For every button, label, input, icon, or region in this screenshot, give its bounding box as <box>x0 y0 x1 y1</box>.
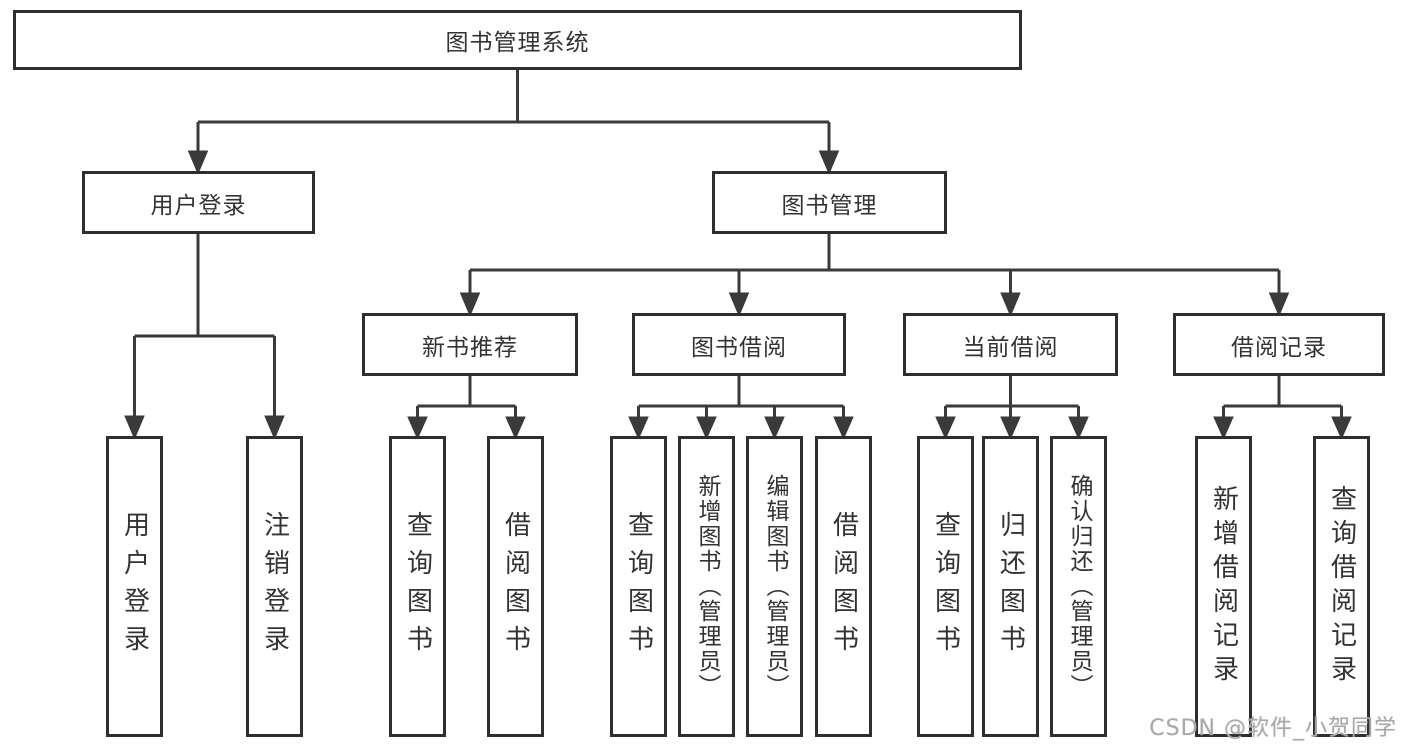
leaf-user-login: 用户登录 <box>106 436 163 737</box>
leaf-query-book-borrow: 查询图书 <box>610 436 667 737</box>
connector-user-login-to-leaves <box>124 234 285 440</box>
node-label: 查询图书 <box>402 510 433 663</box>
node-label: 查询图书 <box>930 510 961 663</box>
node-root-library-system: 图书管理系统 <box>13 10 1022 70</box>
connector-new-book-rec-to-leaves <box>407 376 526 440</box>
leaf-query-borrow-record: 查询借阅记录 <box>1313 436 1370 737</box>
csdn-watermark: CSDN @软件_小贺同学 <box>1149 716 1397 741</box>
node-label: 图书借阅 <box>691 334 787 361</box>
node-label: 新增图书（管理员） <box>694 474 720 699</box>
node-user-login: 用户登录 <box>82 171 315 234</box>
leaf-borrow-book: 借阅图书 <box>815 436 872 737</box>
node-book-management: 图书管理 <box>712 171 947 234</box>
node-label: 借阅记录 <box>1231 334 1327 361</box>
node-label: 归还图书 <box>995 510 1026 663</box>
leaf-add-book-admin: 新增图书（管理员） <box>678 436 735 737</box>
node-new-book-recommend: 新书推荐 <box>362 313 578 376</box>
node-label: 新增借阅记录 <box>1208 484 1239 689</box>
node-label: 注销登录 <box>259 510 290 663</box>
leaf-query-book-current: 查询图书 <box>917 436 974 737</box>
node-label: 当前借阅 <box>962 334 1059 361</box>
node-label: 确认归还（管理员） <box>1066 474 1092 699</box>
leaf-logout: 注销登录 <box>246 436 303 737</box>
node-label: 借阅图书 <box>500 510 531 663</box>
node-label: 查询图书 <box>623 510 654 663</box>
node-label: 图书管理 <box>781 192 878 219</box>
leaf-return-book: 归还图书 <box>982 436 1039 737</box>
node-label: 借阅图书 <box>828 510 859 663</box>
node-label: 图书管理系统 <box>445 30 590 56</box>
node-label: 用户登录 <box>150 192 247 219</box>
connector-book-mgmt-to-level3 <box>459 234 1290 317</box>
node-label: 查询借阅记录 <box>1326 484 1357 689</box>
node-label: 编辑图书（管理员） <box>762 474 788 699</box>
connector-borrow-records-to-leaves <box>1213 376 1352 440</box>
leaf-add-borrow-record: 新增借阅记录 <box>1195 436 1252 737</box>
leaf-borrow-book-recommend: 借阅图书 <box>487 436 544 737</box>
connector-root-to-level2 <box>187 70 840 175</box>
node-label: 新书推荐 <box>422 334 518 361</box>
leaf-edit-book-admin: 编辑图书（管理员） <box>746 436 803 737</box>
node-book-borrow: 图书借阅 <box>632 313 846 376</box>
connector-current-borrow-to-leaves <box>935 376 1089 440</box>
node-current-borrow: 当前借阅 <box>903 313 1118 376</box>
node-label: 用户登录 <box>119 510 150 663</box>
connector-book-borrow-to-leaves <box>628 376 854 440</box>
node-borrow-records: 借阅记录 <box>1173 313 1385 376</box>
leaf-confirm-return-admin: 确认归还（管理员） <box>1050 436 1107 737</box>
leaf-query-book-recommend: 查询图书 <box>389 436 446 737</box>
